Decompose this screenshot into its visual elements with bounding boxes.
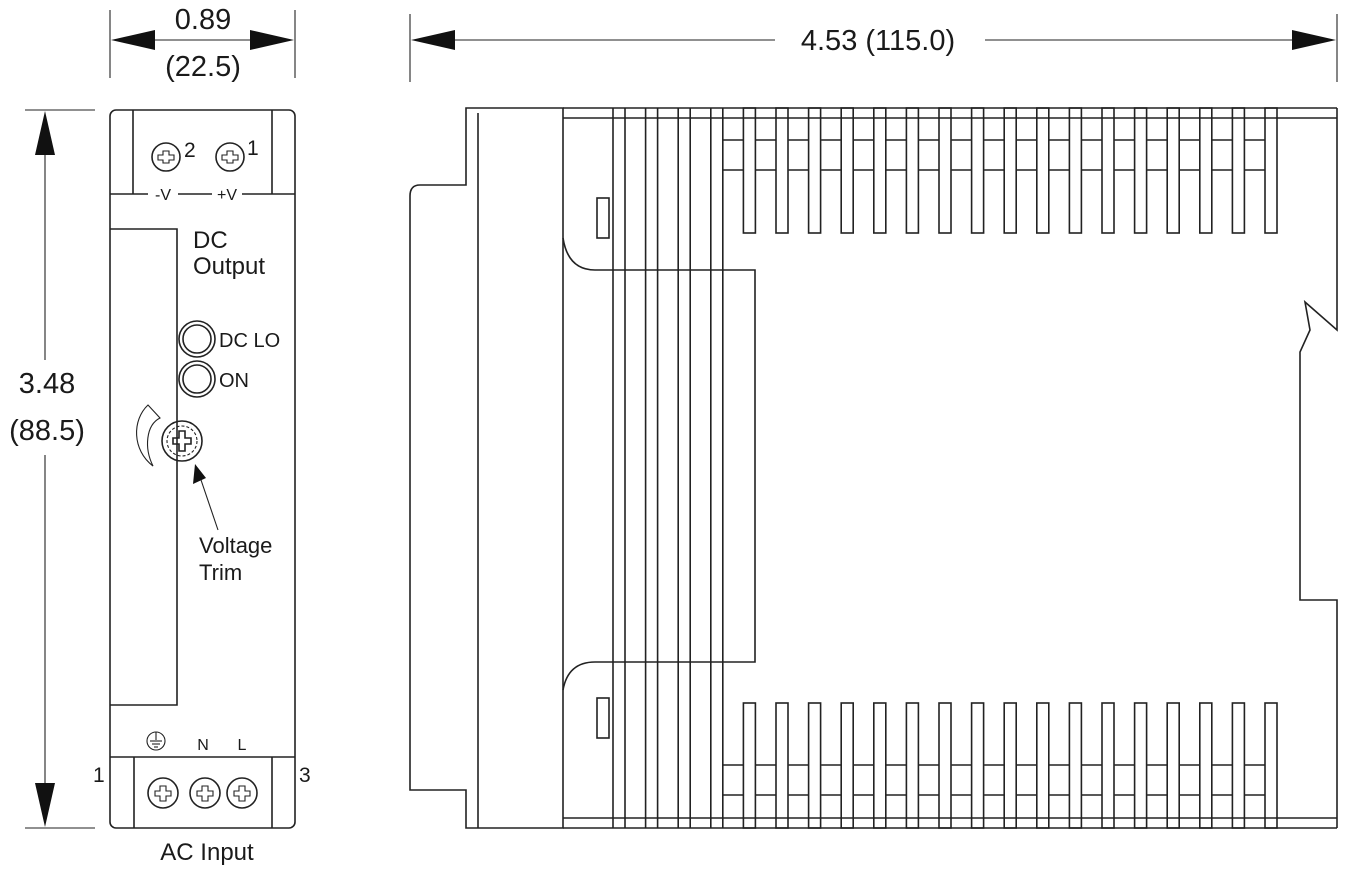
ground-symbol-icon (146, 731, 166, 751)
width-mm: (22.5) (165, 51, 241, 83)
arrowhead-icon (1292, 30, 1336, 50)
terminal-1-number: 1 (247, 137, 259, 160)
line-label: L (238, 737, 247, 754)
fin (788, 107, 822, 829)
arrowhead-icon (35, 111, 55, 155)
fin (709, 108, 724, 828)
ac-terminal-screw-icon (226, 777, 258, 809)
pin-1-label: 1 (93, 764, 105, 787)
voltage-trim-potentiometer-icon (161, 420, 203, 462)
pointer-arrowhead-icon (193, 464, 206, 484)
fin (919, 107, 952, 829)
fin (677, 108, 692, 828)
height-inches: 3.48 (19, 368, 75, 400)
fin (1147, 107, 1180, 829)
dc-terminal-2-screw-icon (151, 142, 181, 172)
voltage-trim-label-line2: Trim (199, 560, 242, 585)
fin (821, 107, 855, 829)
minus-v-label: -V (155, 187, 171, 204)
fin (1082, 107, 1115, 829)
fin (1179, 107, 1213, 829)
fin (612, 108, 626, 828)
depth-label: 4.53 (115.0) (801, 25, 955, 57)
dc-lo-label: DC LO (219, 330, 280, 352)
on-label: ON (219, 370, 249, 392)
ac-terminal-block (147, 777, 258, 809)
ac-terminal-screw-icon (147, 777, 179, 809)
fin (1016, 107, 1050, 829)
arrowhead-icon (250, 30, 294, 50)
dc-output-label-line1: DC (193, 227, 228, 254)
ac-terminal-screw-icon (189, 777, 221, 809)
on-led-icon (178, 360, 216, 398)
height-dimension: 3.48 (88.5) (9, 109, 95, 829)
plus-v-label: +V (217, 187, 237, 204)
arrowhead-icon (411, 30, 455, 50)
ac-input-label: AC Input (160, 839, 254, 866)
fin (1245, 107, 1278, 829)
arrowhead-icon (111, 30, 155, 50)
front-view: 2 1 -V +V DC Output DC LO ON Voltage Tri… (93, 109, 311, 866)
fin (1114, 107, 1148, 829)
fin (1212, 107, 1246, 829)
pin-3-label: 3 (299, 764, 311, 787)
voltage-trim-label-line1: Voltage (199, 533, 272, 558)
neutral-label: N (197, 737, 209, 754)
depth-dimension: 4.53 (115.0) (409, 14, 1338, 82)
latch-slot-bottom (596, 697, 610, 739)
width-inches: 0.89 (175, 4, 231, 36)
dc-output-label-line2: Output (193, 253, 265, 280)
latch-slot-top (596, 197, 610, 239)
fin (1049, 107, 1083, 829)
fin (951, 107, 985, 829)
rotate-arrow-icon (136, 404, 161, 467)
dc-terminal-1-screw-icon (215, 142, 245, 172)
side-view (409, 107, 1338, 829)
dc-lo-led-icon (178, 320, 216, 358)
cooling-fins (612, 107, 1278, 829)
height-mm: (88.5) (9, 415, 85, 447)
arrowhead-icon (35, 783, 55, 827)
fin (644, 108, 659, 828)
terminal-2-number: 2 (184, 139, 196, 162)
fin (756, 107, 789, 829)
fin (723, 107, 757, 829)
fin (853, 107, 887, 829)
fin (886, 107, 920, 829)
fin (984, 107, 1018, 829)
width-dimension: 0.89 (22.5) (109, 4, 296, 83)
